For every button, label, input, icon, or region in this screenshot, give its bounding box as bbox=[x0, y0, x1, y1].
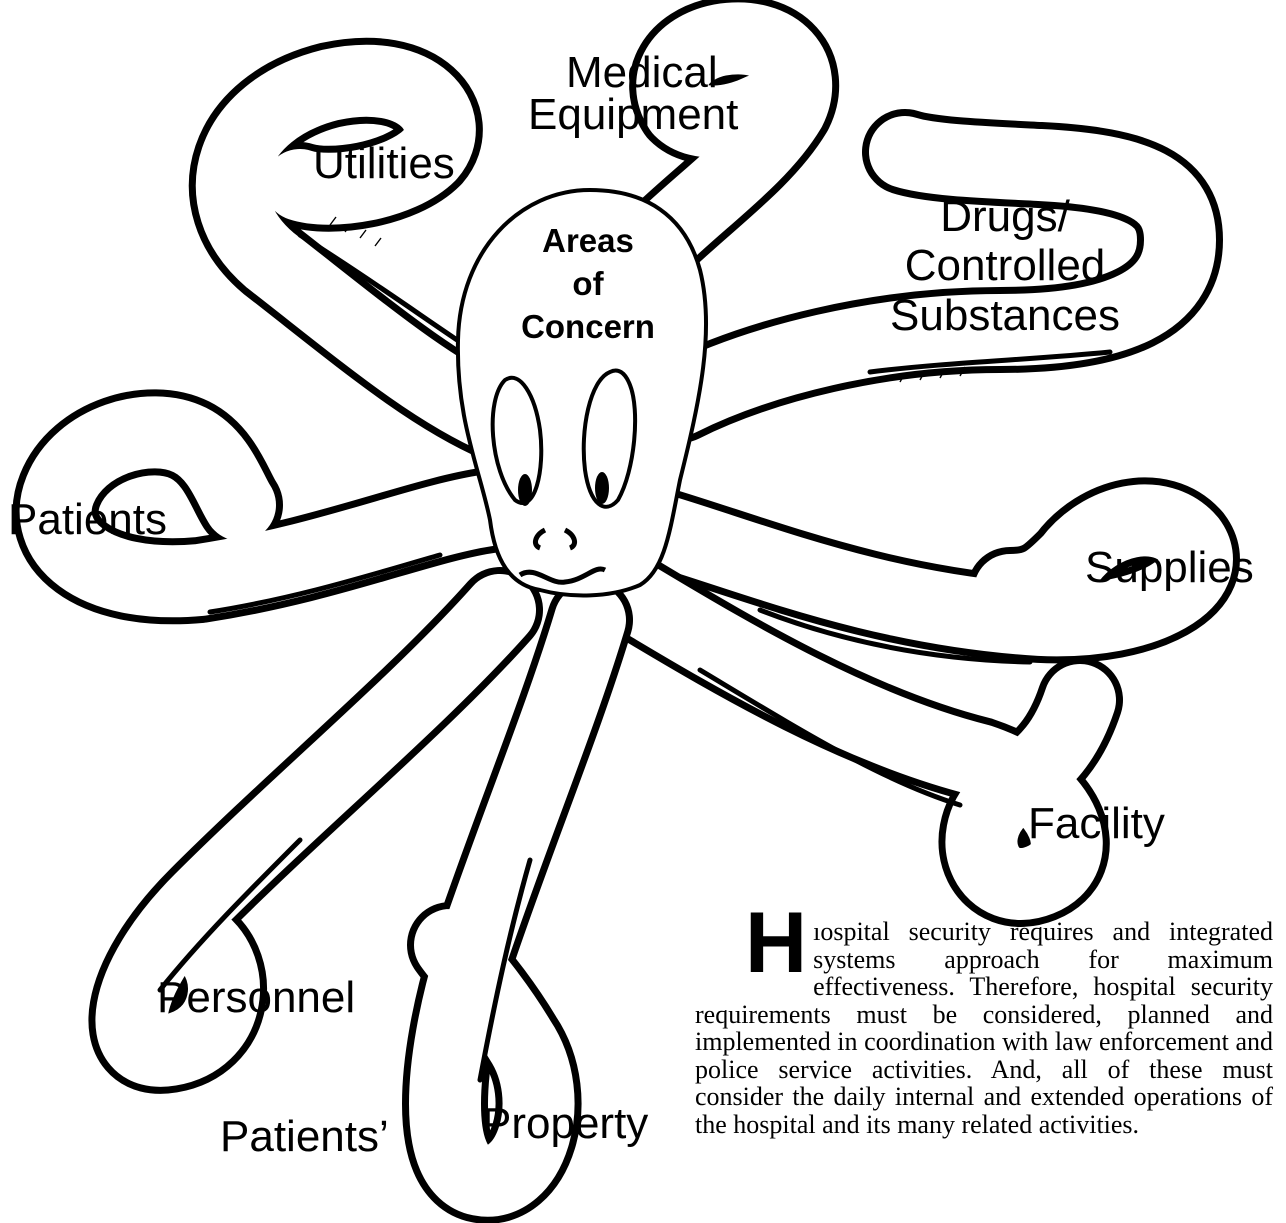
label-facility: Facility bbox=[1028, 802, 1165, 846]
label-drugs-line-3: Substances bbox=[875, 291, 1135, 340]
label-drugs-line-2: Controlled bbox=[875, 241, 1135, 290]
label-patients: Patients bbox=[8, 498, 167, 542]
label-property: Property bbox=[482, 1102, 648, 1146]
label-utilities: Utilities bbox=[313, 142, 455, 186]
drop-cap: H bbox=[745, 912, 807, 974]
label-medical-equipment: Medical Equipment bbox=[562, 52, 738, 136]
label-patients-possessive: Patients’ bbox=[220, 1115, 389, 1159]
label-supplies: Supplies bbox=[1085, 546, 1254, 590]
intro-paragraph-block: H ıospital security requires and integra… bbox=[695, 918, 1273, 1138]
label-drugs-controlled-substances: Drugs/ Controlled Substances bbox=[875, 192, 1135, 340]
head-label-line-3: Concern bbox=[488, 306, 688, 349]
label-personnel: Personnel bbox=[157, 976, 355, 1020]
head-label-line-1: Areas bbox=[488, 220, 688, 263]
label-medical-equipment-line-1: Medical bbox=[562, 52, 738, 94]
label-medical-equipment-line-2: Equipment bbox=[528, 94, 738, 136]
head-label-areas-of-concern: Areas of Concern bbox=[488, 220, 688, 349]
label-drugs-line-1: Drugs/ bbox=[875, 192, 1135, 241]
head-label-line-2: of bbox=[488, 263, 688, 306]
